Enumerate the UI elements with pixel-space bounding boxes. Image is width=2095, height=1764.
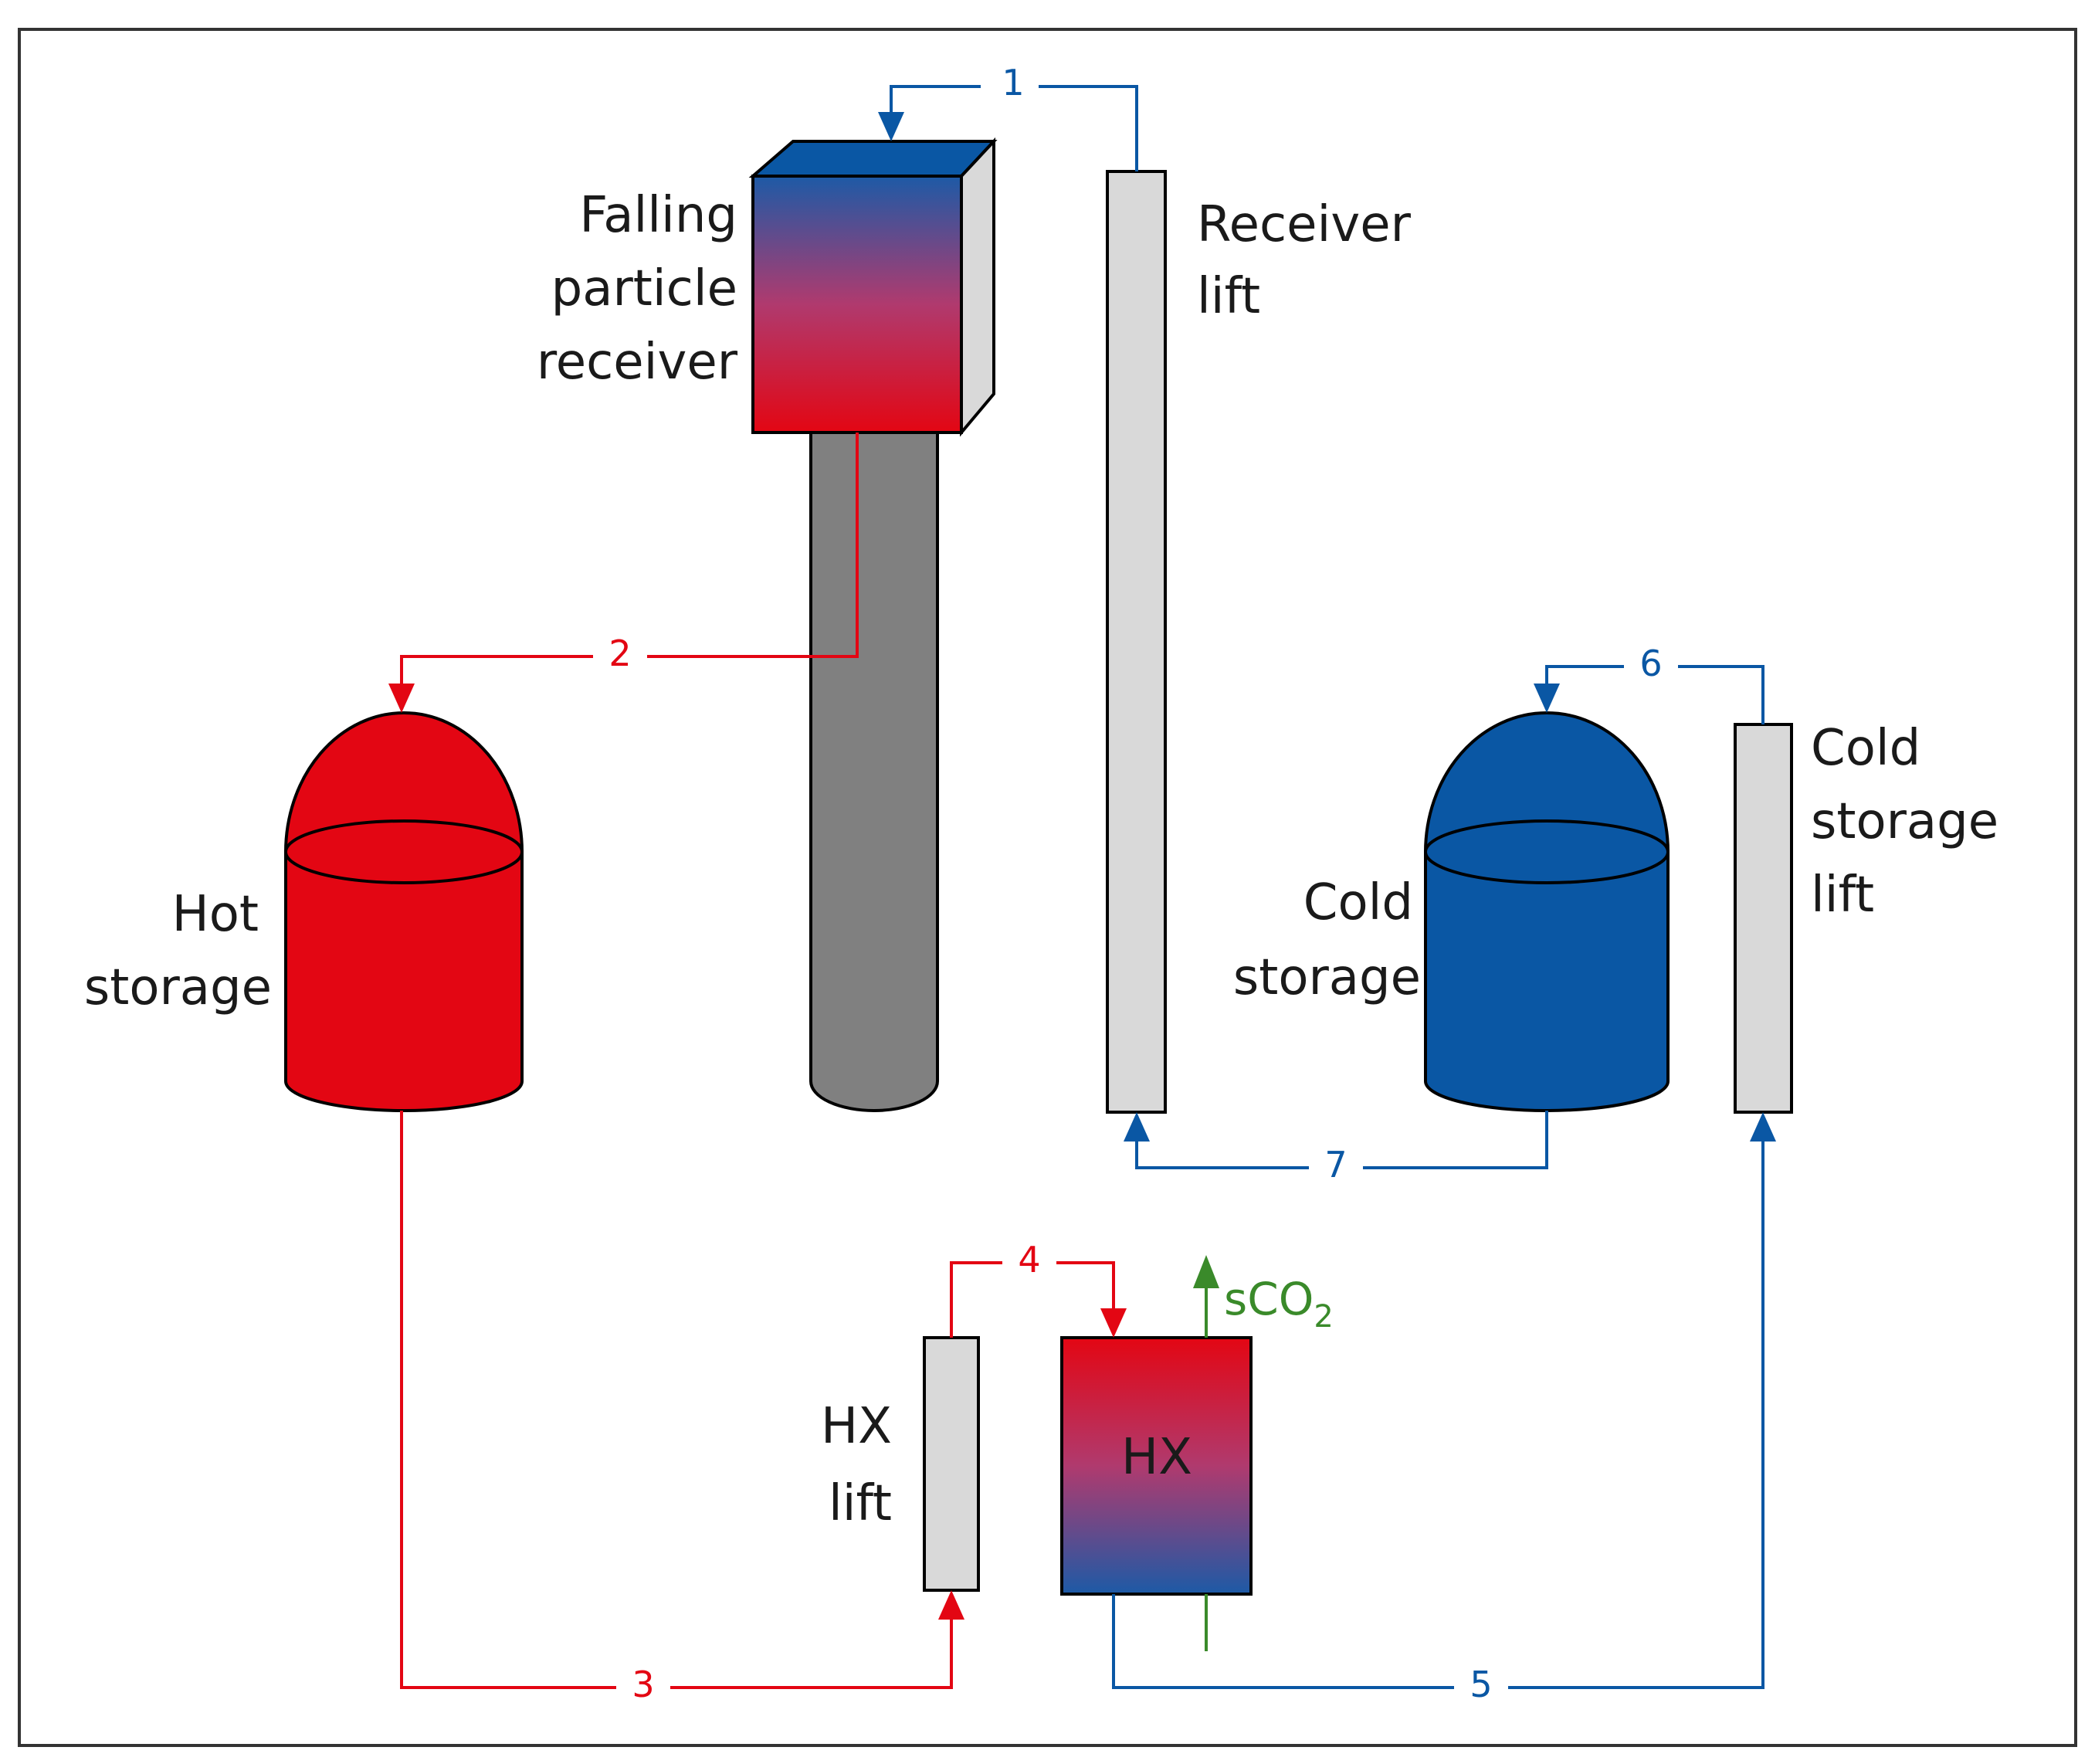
cold-storage xyxy=(1424,711,1670,1112)
flow-4: 4 xyxy=(950,1239,1127,1338)
hot-storage-label-line1: Hot xyxy=(172,886,259,943)
flow-1-arrow-icon xyxy=(878,112,904,141)
receiver-label-line1: Falling xyxy=(579,187,737,244)
receiver-label-line3: receiver xyxy=(537,334,738,391)
cold-storage-label-line2: storage xyxy=(1233,949,1421,1006)
flow-3: 3 xyxy=(400,1111,964,1705)
flow-7-arrow-icon xyxy=(1124,1112,1150,1142)
hot-storage xyxy=(284,711,524,1112)
receiver-label: Falling particle receiver xyxy=(537,187,738,391)
sco2-label-subscript: 2 xyxy=(1314,1299,1333,1335)
hx-label: HX xyxy=(1121,1429,1192,1486)
flow-2: 2 xyxy=(388,433,859,713)
cold-storage-lift-label-line3: lift xyxy=(1811,867,1874,924)
receiver-lift-label-line2: lift xyxy=(1197,268,1260,325)
flow-6-arrow-icon xyxy=(1534,684,1560,713)
sco2-label: sCO2 xyxy=(1224,1273,1334,1335)
flow-7: 7 xyxy=(1124,1111,1548,1186)
sco2-arrow-icon xyxy=(1193,1255,1219,1288)
sco2-stream: sCO2 xyxy=(1193,1255,1334,1651)
receiver-lift xyxy=(1106,170,1167,1114)
cold-storage-lift-label-line1: Cold xyxy=(1811,720,1920,777)
cold-storage-lift-label-line2: storage xyxy=(1811,793,1998,850)
hx-lift-label-line1: HX xyxy=(821,1398,892,1455)
receiver-label-line2: particle xyxy=(551,260,737,317)
flow-5-label: 5 xyxy=(1470,1664,1492,1705)
hx-lift-label: HX lift xyxy=(821,1398,892,1532)
flow-1: 1 xyxy=(878,62,1138,171)
heat-exchanger: HX xyxy=(1060,1336,1253,1596)
figure-frame xyxy=(18,28,2077,1747)
flow-3-arrow-icon xyxy=(938,1590,964,1620)
tower xyxy=(809,400,939,1112)
hot-storage-label: Hot storage xyxy=(84,886,272,1016)
flow-6: 6 xyxy=(1534,643,1764,724)
flow-2-label: 2 xyxy=(608,633,631,674)
hx-lift xyxy=(923,1336,980,1592)
hot-storage-label-line2: storage xyxy=(84,959,272,1016)
falling-particle-receiver xyxy=(748,137,998,437)
cold-storage-lift-label: Cold storage lift xyxy=(1811,720,1998,924)
flow-3-label: 3 xyxy=(632,1664,654,1705)
flow-6-label: 6 xyxy=(1639,643,1662,684)
hx-lift-label-line2: lift xyxy=(829,1475,892,1532)
flow-1-label: 1 xyxy=(1002,62,1024,103)
cold-storage-label: Cold storage xyxy=(1233,874,1421,1006)
sco2-label-main: sCO xyxy=(1224,1273,1314,1325)
cold-storage-lift xyxy=(1734,723,1793,1114)
flow-4-label: 4 xyxy=(1018,1239,1040,1281)
cold-storage-label-line1: Cold xyxy=(1303,874,1413,931)
receiver-lift-label-line1: Receiver xyxy=(1197,196,1412,253)
receiver-lift-label: Receiver lift xyxy=(1197,196,1412,325)
flow-5: 5 xyxy=(1112,1112,1776,1705)
flow-7-label: 7 xyxy=(1324,1144,1347,1186)
flow-4-arrow-icon xyxy=(1100,1308,1127,1338)
flow-5-arrow-icon xyxy=(1750,1112,1776,1142)
flow-2-arrow-icon xyxy=(388,684,415,713)
